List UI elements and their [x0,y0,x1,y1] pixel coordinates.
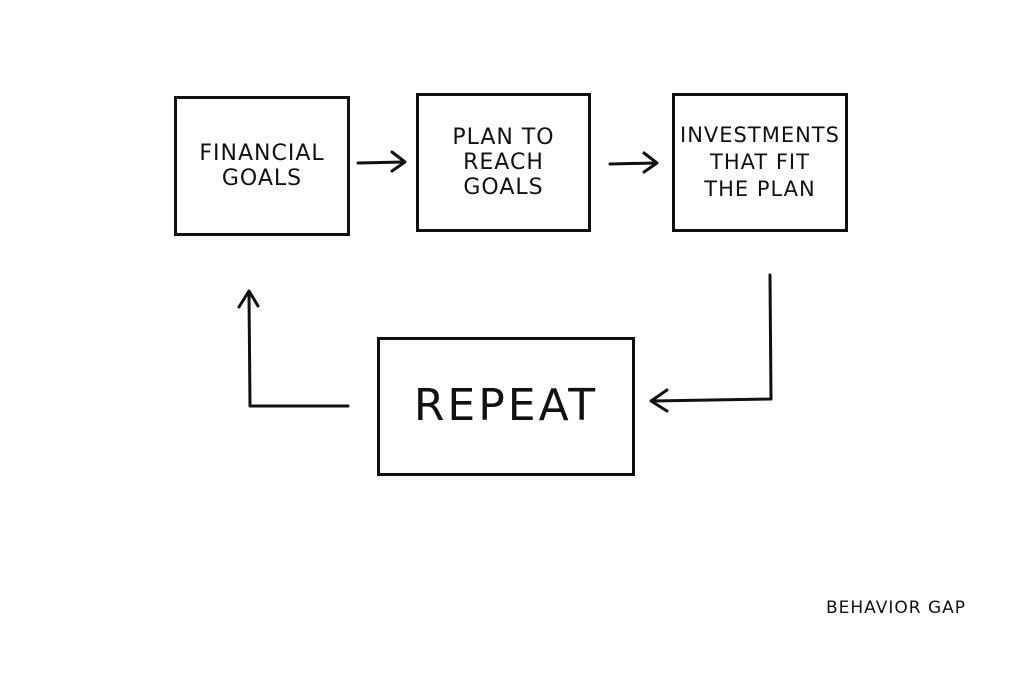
arrow-invest-to-repeat [649,273,773,413]
node-label: Repeat [413,380,599,432]
arrow-goals-to-plan [356,150,407,173]
arrow-plan-to-invest [608,151,659,174]
signature: Behavior Gap [826,598,967,618]
node-label: Investments That Fit The Plan [680,122,840,202]
node-plan-to-reach-goals: Plan to Reach Goals [416,93,591,232]
node-investments-that-fit-the-plan: Investments That Fit The Plan [672,93,848,232]
node-label: Financial Goals [199,140,325,191]
node-label: Plan to Reach Goals [452,124,555,201]
arrow-repeat-to-goals [237,289,350,408]
node-financial-goals: Financial Goals [174,96,350,236]
node-repeat: Repeat [377,337,635,476]
